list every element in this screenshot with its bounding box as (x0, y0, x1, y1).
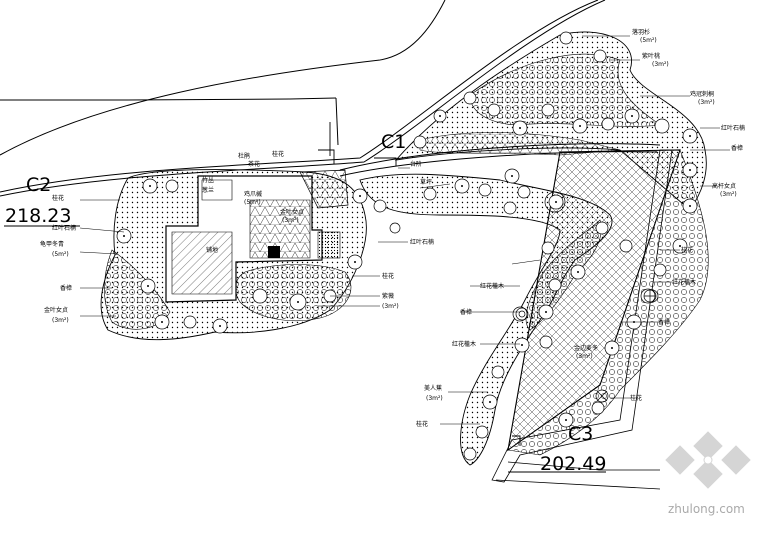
special-trees (515, 191, 657, 403)
plant-labels: 落羽杉 (5m²) 紫叶桃 (3m²) 鸡冠刺桐 (3m²) 红叶石楠 香樟 高… (40, 28, 745, 428)
label-left-1: 桂花 (52, 194, 64, 202)
label-bld-2: 葱兰 (202, 186, 214, 194)
elevation-left: 218.23 (5, 205, 71, 227)
label-mid-2: 桂花 (382, 272, 394, 280)
label-right-6: (3m²) (720, 191, 737, 198)
label-sq-4: (3m²) (576, 353, 593, 360)
triangle-bed (491, 149, 709, 490)
marker-c2: C2 (26, 174, 51, 196)
label-left-6: 金叶女贞 (44, 306, 68, 314)
marker-c3: C3 (568, 423, 593, 445)
watermark-logo (665, 431, 751, 489)
label-mid-10: 桂花 (630, 394, 642, 402)
label-mid-9: (3m²) (426, 395, 443, 402)
label-mid-1: 红叶石楠 (410, 238, 434, 246)
label-bld-1: 竹丛 (202, 176, 214, 184)
label-bld-5: 茶花 (248, 160, 260, 168)
label-bld-10: (5m²) (244, 199, 261, 206)
label-left-2: 红叶石楠 (52, 224, 76, 232)
label-mid-3: 紫薇 (382, 292, 394, 300)
label-mid-7: 红花檵木 (452, 340, 476, 348)
label-left-7: (3m²) (52, 317, 69, 324)
label-top-4: (3m²) (652, 61, 669, 68)
label-right-1: 鸡冠刺桐 (690, 90, 714, 98)
upper-hatched-band (419, 132, 621, 156)
label-bld-4: 桂花 (272, 150, 284, 158)
section-markers (4, 122, 606, 473)
label-bld-7: 金叶女贞 (280, 208, 304, 216)
label-right-4: 香樟 (731, 144, 743, 152)
label-left-3: 龟甲冬青 (40, 240, 64, 248)
label-left-5: 香樟 (60, 284, 72, 292)
label-left-4: (5m²) (52, 251, 69, 258)
label-mid-4: (3m²) (382, 303, 399, 310)
label-top-1: 落羽杉 (632, 28, 650, 36)
label-sq-2: 金边麦冬 (574, 344, 598, 352)
label-right-7: 桂花 (681, 246, 693, 254)
marker-c1: C1 (381, 131, 406, 153)
building (165, 175, 341, 303)
watermark-text: zhulong.com (668, 502, 745, 516)
label-top-2: (5m²) (640, 37, 657, 44)
tree-centers (123, 115, 691, 421)
left-shrub-mass (235, 264, 352, 321)
label-sq-3: 桂花 (416, 420, 428, 428)
label-mid-8: 美人蕉 (424, 384, 442, 392)
label-top-3: 紫叶桃 (642, 52, 660, 60)
label-mid-6: 香樟 (460, 308, 472, 316)
label-right-2: (3m²) (698, 99, 715, 106)
label-bld-9: 鸡爪槭 (244, 190, 262, 198)
label-bld-3: 杜鹃 (238, 152, 250, 160)
elevation-bottom: 202.49 (540, 453, 606, 475)
label-right-9: 香樟 (658, 318, 670, 326)
label-bld-8: (3m²) (282, 217, 299, 224)
label-bld-6: 铺地 (206, 246, 218, 254)
label-sq-1: 草坪 (420, 178, 432, 186)
leader-lines (79, 35, 730, 425)
label-road-1: 台阶 (410, 160, 422, 168)
label-right-3: 红叶石楠 (721, 124, 745, 132)
label-right-8: 红花檵木 (672, 278, 696, 286)
label-right-5: 高杆女贞 (712, 182, 736, 190)
entry-plaza (299, 169, 349, 209)
label-mid-5: 红花檵木 (480, 282, 504, 290)
